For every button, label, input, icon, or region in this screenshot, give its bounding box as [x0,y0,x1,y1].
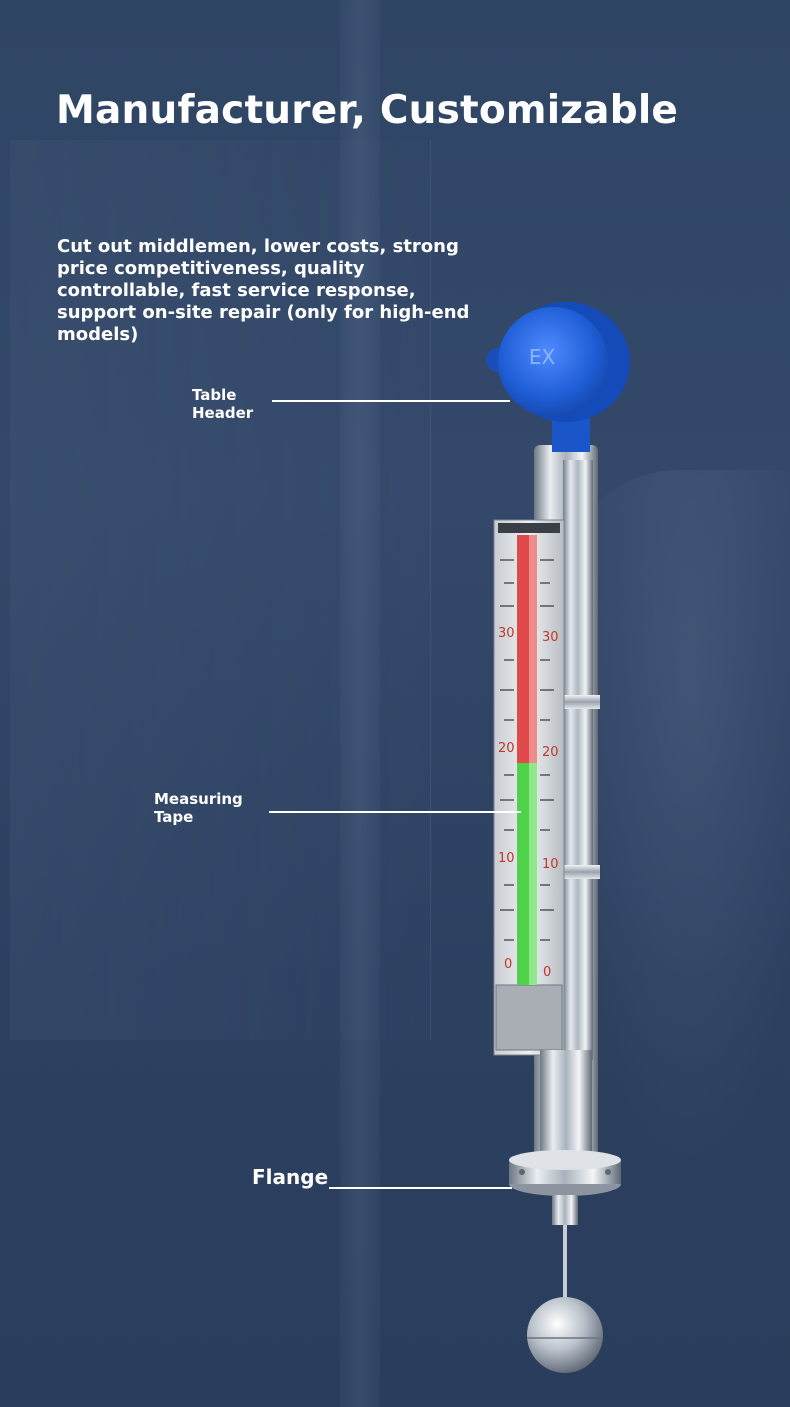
indicator-red-dots [529,535,537,763]
callout-table-header-label: Table Header [192,386,253,422]
pipe-clamp-upper [558,695,600,709]
panel-label-strip [498,523,560,533]
head-marking: EX [529,345,556,369]
pipe-clamp-lower [558,865,600,879]
callout-table-header-leader [272,400,510,402]
callout-measuring-tape-line2: Tape [154,808,194,826]
scale-label-10-right: 10 [542,857,559,872]
page-title: Manufacturer, Customizable [56,88,679,133]
callout-table-header-line1: Table [192,386,237,404]
callout-measuring-tape-label: Measuring Tape [154,790,243,826]
scale-label-10-left: 10 [498,851,515,866]
callout-flange-label: Flange [252,1165,329,1189]
indicator-green-column [517,763,529,985]
flange-bolt-left [519,1169,525,1175]
scale-label-30-left: 30 [498,626,515,641]
indicator-red-column [517,535,529,763]
scale-label-0-left: 0 [504,957,512,972]
float-rod [563,1225,567,1305]
page-description: Cut out middlemen, lower costs, strong p… [57,236,470,345]
scale-label-20-left: 20 [498,741,515,756]
scale-label-30-right: 30 [542,630,559,645]
scale-ticks [500,559,554,941]
callout-table-header-line2: Header [192,404,254,422]
panel-bottom-plate [495,984,563,1051]
indicator-green-dots [529,763,537,985]
table-header-cover [498,307,608,417]
scale-label-20-right: 20 [542,745,559,760]
flange-top [509,1150,621,1170]
callout-measuring-tape-line1: Measuring [154,790,243,808]
callout-measuring-tape-leader [269,811,521,813]
flange-spigot [552,1195,578,1225]
callout-flange-leader [329,1187,512,1189]
bypass-pipe [563,460,593,1060]
flange-bolt-right [605,1169,611,1175]
float-ball [527,1297,603,1373]
scale-label-0-right: 0 [543,965,551,980]
